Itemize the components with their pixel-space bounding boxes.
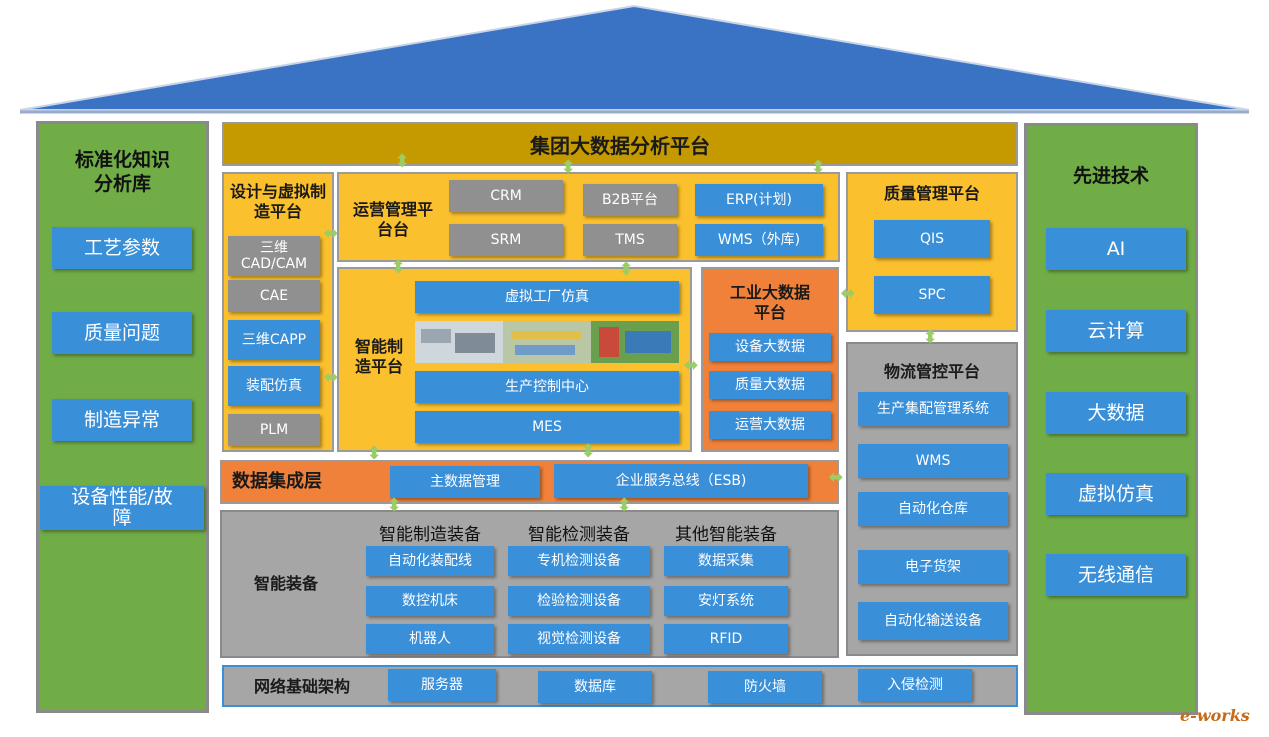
connector-arrow-icon: ⬌	[683, 355, 699, 376]
data-layer-title: 数据集成层	[232, 471, 322, 492]
equipment-item-rfid[interactable]: RFID	[664, 624, 788, 654]
ops-platform-title: 运营管理平 台台	[352, 200, 433, 239]
equipment-item-test-inspection[interactable]: 检验检测设备	[508, 586, 650, 616]
equipment-col-header-inspection: 智能检测装备	[528, 525, 630, 545]
bigdata-item-quality[interactable]: 质量大数据	[709, 371, 831, 399]
equipment-item-special-inspection[interactable]: 专机检测设备	[508, 546, 650, 576]
network-title: 网络基础架构	[253, 677, 350, 696]
left-item-process-params[interactable]: 工艺参数	[52, 227, 192, 269]
right-item-bigdata[interactable]: 大数据	[1046, 392, 1186, 434]
data-integration-layer: 数据集成层 主数据管理 企业服务总线（ESB)	[220, 460, 839, 504]
smart-mfg-title: 智能制 造平台	[354, 337, 403, 376]
equipment-item-robot[interactable]: 机器人	[366, 624, 494, 654]
connector-arrow-icon: ⬍	[810, 157, 826, 178]
group-bigdata-title: 集团大数据分析平台	[530, 133, 710, 158]
design-item-assembly-sim[interactable]: 装配仿真	[228, 366, 320, 406]
connector-arrow-icon: ⬍	[390, 257, 406, 278]
bigdata-item-equipment[interactable]: 设备大数据	[709, 333, 831, 361]
equipment-item-data-collection[interactable]: 数据采集	[664, 546, 788, 576]
design-item-cae[interactable]: CAE	[228, 280, 320, 312]
left-item-equipment-faults[interactable]: 设备性能/故 障	[40, 486, 204, 530]
network-item-server[interactable]: 服务器	[388, 669, 496, 701]
ops-item-crm[interactable]: CRM	[449, 180, 563, 212]
smart-equipment-title: 智能装备	[253, 574, 318, 593]
logistics-platform-title: 物流管控平台	[883, 362, 980, 381]
ops-item-b2b[interactable]: B2B平台	[583, 184, 677, 216]
network-item-firewall[interactable]: 防火墙	[708, 671, 822, 703]
ops-item-srm[interactable]: SRM	[449, 224, 563, 256]
connector-arrow-icon: ⬌	[323, 367, 339, 388]
equipment-item-cnc[interactable]: 数控机床	[366, 586, 494, 616]
left-pillar-title: 标准化知识 分析库	[74, 149, 170, 195]
logistics-item-conveyor[interactable]: 自动化输送设备	[858, 602, 1008, 640]
left-pillar: 标准化知识 分析库 工艺参数 质量问题 制造异常 设备性能/故 障	[36, 121, 209, 713]
smart-mfg-mes[interactable]: MES	[415, 411, 679, 443]
ops-item-erp[interactable]: ERP(计划)	[695, 184, 823, 216]
right-pillar-title: 先进技术	[1072, 165, 1149, 187]
logistics-item-e-shelf[interactable]: 电子货架	[858, 550, 1008, 584]
bigdata-item-operations[interactable]: 运营大数据	[709, 411, 831, 439]
connector-arrow-icon: ⬍	[394, 151, 410, 172]
logistics-item-wms[interactable]: WMS	[858, 444, 1008, 478]
right-item-ai[interactable]: AI	[1046, 228, 1186, 270]
factory-simulation-image	[415, 321, 679, 363]
equipment-item-auto-line[interactable]: 自动化装配线	[366, 546, 494, 576]
quality-platform: 质量管理平台 QIS SPC	[846, 172, 1018, 332]
ops-platform: 运营管理平 台台 CRM B2B平台 ERP(计划) SRM TMS WMS（外…	[337, 172, 840, 262]
left-item-quality-issues[interactable]: 质量问题	[52, 312, 192, 354]
equipment-col-header-other: 其他智能装备	[675, 525, 777, 545]
eworks-logo: e-works	[1180, 706, 1250, 725]
connector-arrow-icon: ⬍	[366, 443, 382, 464]
network-item-database[interactable]: 数据库	[538, 671, 652, 703]
smart-mfg-control-center[interactable]: 生产控制中心	[415, 371, 679, 403]
industrial-bigdata-platform: 工业大数据 平台 设备大数据 质量大数据 运营大数据	[701, 267, 839, 452]
connector-arrow-icon: ⬍	[560, 157, 576, 178]
quality-item-spc[interactable]: SPC	[874, 276, 990, 314]
ops-item-tms[interactable]: TMS	[583, 224, 677, 256]
logistics-item-auto-warehouse[interactable]: 自动化仓库	[858, 492, 1008, 526]
network-infrastructure: 网络基础架构 服务器 数据库 防火墙 入侵检测	[222, 665, 1018, 707]
data-layer-esb[interactable]: 企业服务总线（ESB)	[554, 464, 808, 498]
logistics-platform: 物流管控平台 生产集配管理系统 WMS 自动化仓库 电子货架 自动化输送设备	[846, 342, 1018, 656]
equipment-col-header-mfg: 智能制造装备	[379, 525, 481, 545]
smart-mfg-platform: 智能制 造平台 虚拟工厂仿真 生产控制中心 MES	[337, 267, 692, 452]
connector-arrow-icon: ⬌	[828, 467, 844, 488]
right-item-wireless[interactable]: 无线通信	[1046, 554, 1186, 596]
network-item-intrusion-detection[interactable]: 入侵检测	[858, 669, 972, 701]
right-pillar: 先进技术 AI 云计算 大数据 虚拟仿真 无线通信	[1024, 123, 1198, 715]
smart-equipment: 智能装备 智能制造装备 自动化装配线 数控机床 机器人 智能检测装备 专机检测设…	[220, 510, 839, 658]
roof	[19, 4, 1250, 114]
industrial-bigdata-title: 工业大数据 平台	[729, 283, 810, 322]
connector-arrow-icon: ⬍	[618, 259, 634, 280]
connector-arrow-icon: ⬍	[386, 495, 402, 516]
connector-arrow-icon: ⬍	[616, 495, 632, 516]
equipment-item-vision-inspection[interactable]: 视觉检测设备	[508, 624, 650, 654]
right-item-cloud[interactable]: 云计算	[1046, 310, 1186, 352]
design-platform: 设计与虚拟制 造平台 三维 CAD/CAM CAE 三维CAPP 装配仿真 PL…	[222, 172, 334, 452]
quality-platform-title: 质量管理平台	[883, 184, 980, 203]
data-layer-master-data[interactable]: 主数据管理	[390, 466, 540, 498]
design-item-cad-cam[interactable]: 三维 CAD/CAM	[228, 236, 320, 276]
right-item-virtual-sim[interactable]: 虚拟仿真	[1046, 473, 1186, 515]
logistics-item-assembly-mgmt[interactable]: 生产集配管理系统	[858, 392, 1008, 426]
connector-arrow-icon: ⬍	[922, 327, 938, 348]
design-item-capp[interactable]: 三维CAPP	[228, 320, 320, 360]
equipment-item-andon[interactable]: 安灯系统	[664, 586, 788, 616]
ops-item-wms-external[interactable]: WMS（外库)	[695, 224, 823, 256]
connector-arrow-icon: ⬍	[580, 441, 596, 462]
connector-arrow-icon: ⬌	[840, 283, 856, 304]
design-platform-title: 设计与虚拟制 造平台	[229, 182, 326, 221]
connector-arrow-icon: ⬌	[323, 223, 339, 244]
left-item-mfg-exceptions[interactable]: 制造异常	[52, 399, 192, 441]
group-bigdata-bar: 集团大数据分析平台	[222, 122, 1018, 166]
smart-mfg-virtual-factory[interactable]: 虚拟工厂仿真	[415, 281, 679, 313]
quality-item-qis[interactable]: QIS	[874, 220, 990, 258]
design-item-plm[interactable]: PLM	[228, 414, 320, 446]
